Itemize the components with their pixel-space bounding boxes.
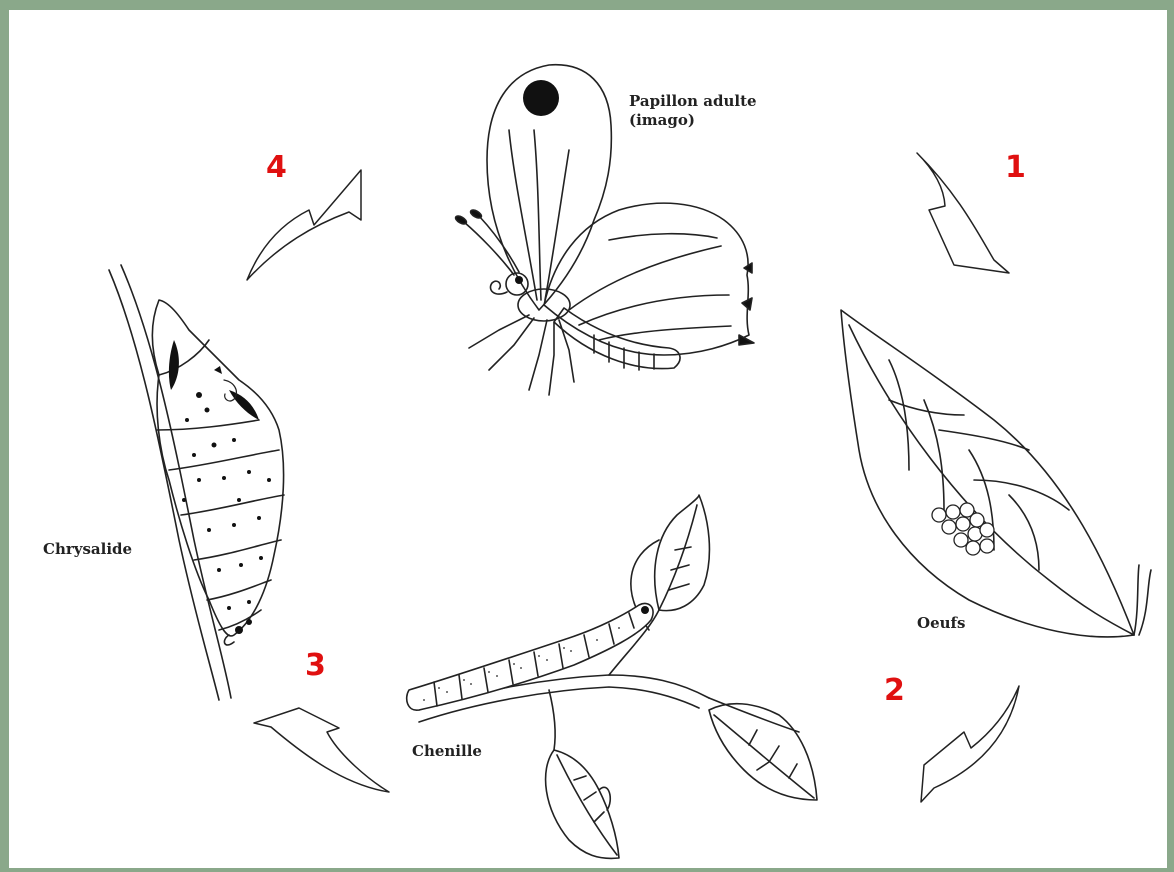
chrysalis-icon xyxy=(109,265,284,700)
diagram-drawing xyxy=(9,10,1167,868)
eggs-label: Oeufs xyxy=(917,614,965,633)
caterpillar-label: Chenille xyxy=(412,742,482,761)
adult-label-line2: (imago) xyxy=(629,111,757,130)
adult-label: Papillon adulte (imago) xyxy=(629,92,757,130)
adult-label-line1: Papillon adulte xyxy=(629,92,757,111)
step-number-4: 4 xyxy=(266,152,287,184)
step-number-2: 2 xyxy=(884,675,905,707)
chrysalis-label: Chrysalide xyxy=(43,540,132,559)
egg-cluster xyxy=(932,503,994,555)
caterpillar-on-branch-icon xyxy=(407,495,817,858)
leaf-with-eggs-icon xyxy=(841,310,1151,637)
step-number-3: 3 xyxy=(305,650,326,682)
step-number-1: 1 xyxy=(1005,152,1026,184)
life-cycle-diagram: Papillon adulte (imago) Oeufs Chenille C… xyxy=(9,10,1167,868)
